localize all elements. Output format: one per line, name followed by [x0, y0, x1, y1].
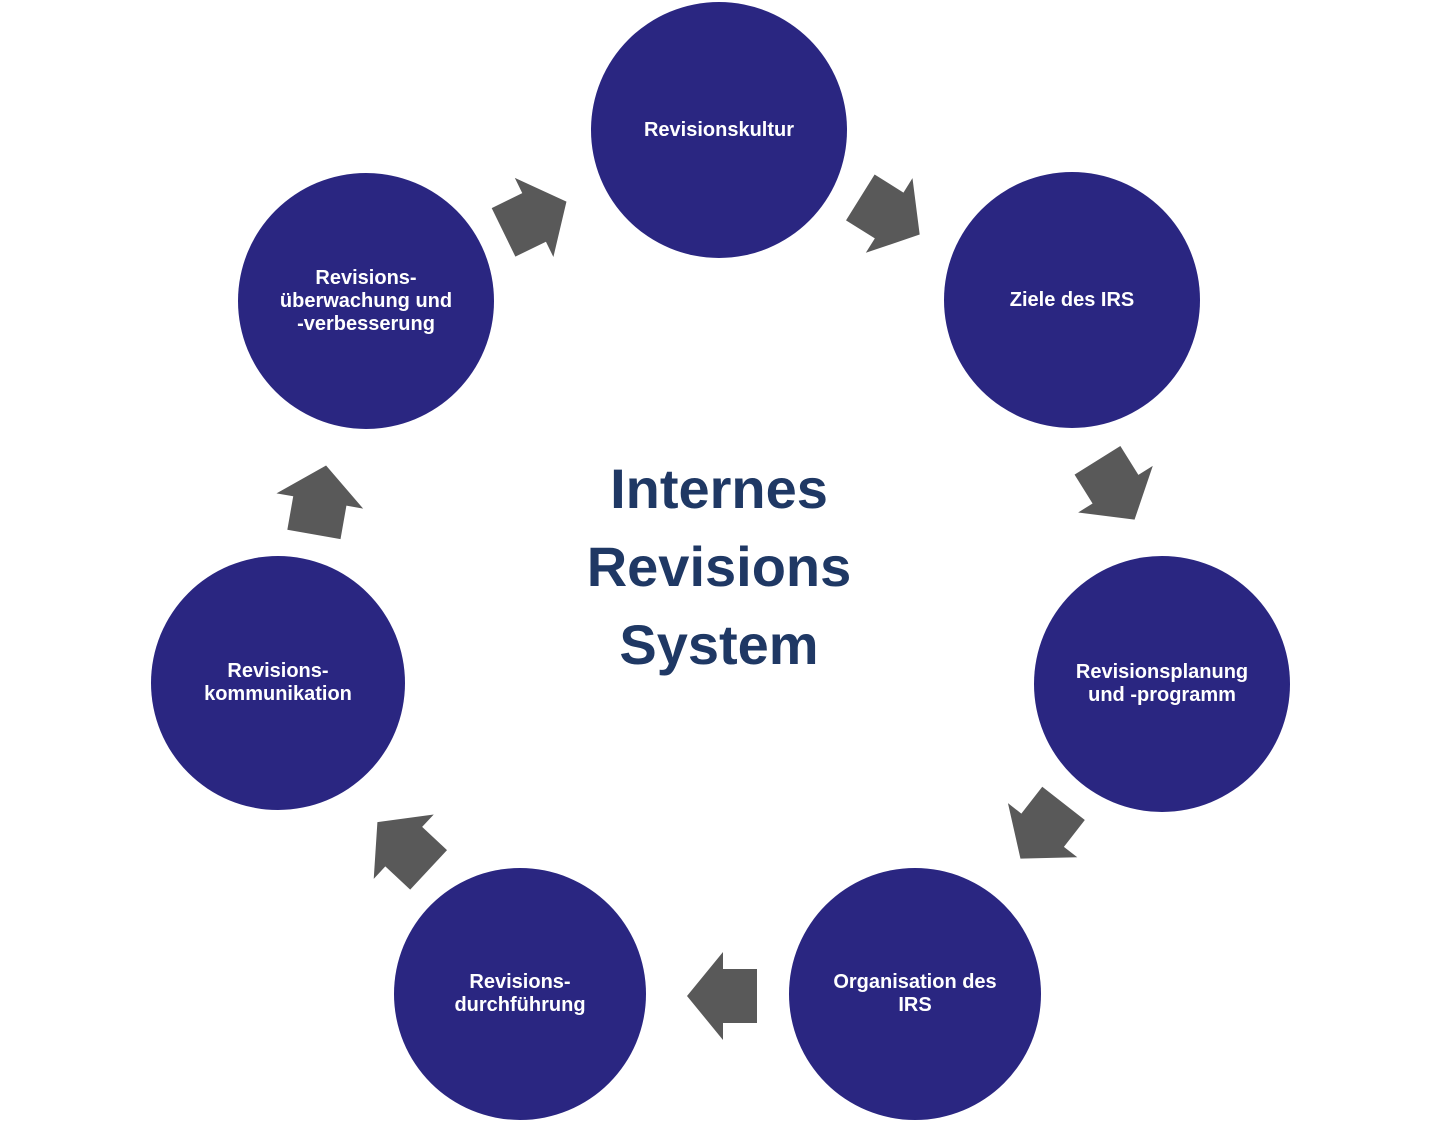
node-revisions-durchfuehrung: Revisions- durchführung [394, 868, 646, 1120]
node-revisionskultur: Revisionskultur [591, 2, 847, 258]
label-line: kommunikation [204, 683, 352, 705]
title-line: Internes [610, 457, 828, 520]
node-revisions-ueberwachung-und-verbesserung: Revisions- überwachung und -verbesserung [238, 173, 494, 429]
title-line: Revisions [586, 535, 852, 598]
node-revisionsplanung-und-programm: Revisionsplanung und -programm [1034, 556, 1290, 812]
node-label: Revisionskultur [644, 119, 794, 142]
arrow-ueberwachung-to-kultur-icon [491, 177, 567, 257]
node-label: Revisions- kommunikation [204, 660, 352, 706]
label-line: und -programm [1088, 684, 1236, 706]
arrow-kommunikation-to-ueberwachung-icon [276, 465, 364, 540]
label-line: Revisions- [469, 971, 571, 993]
arrow-durchfuehrung-to-kommunikation-icon [373, 814, 448, 890]
node-label: Revisions- durchführung [454, 971, 585, 1017]
label-line: -verbesserung [297, 312, 435, 335]
node-label: Revisions- überwachung und -verbesserung [280, 267, 452, 336]
label-line: Revisions- [315, 266, 417, 289]
label-line: IRS [898, 994, 932, 1016]
label-line: Ziele des IRS [1009, 288, 1135, 311]
node-label: Ziele des IRS [1010, 289, 1135, 312]
node-label: Revisionsplanung und -programm [1076, 661, 1248, 707]
arrow-organisation-to-durchfuehrung-icon [687, 952, 757, 1040]
title-line: System [619, 613, 819, 676]
arrow-kultur-to-ziele-icon [846, 174, 920, 253]
node-label: Organisation des IRS [833, 971, 996, 1017]
label-line: Revisionsplanung [1075, 661, 1249, 683]
node-revisions-kommunikation: Revisions- kommunikation [151, 556, 405, 810]
node-organisation-des-irs: Organisation des IRS [789, 868, 1041, 1120]
label-line: Revisionskultur [643, 118, 795, 141]
node-ziele-des-irs: Ziele des IRS [944, 172, 1200, 428]
label-line: durchführung [454, 994, 586, 1016]
arrow-planung-to-organisation-icon [1007, 786, 1085, 859]
diagram-title: Internes Revisions System [469, 450, 969, 684]
arrow-ziele-to-planung-icon [1074, 446, 1153, 520]
label-line: Revisions- [227, 660, 329, 682]
label-line: überwachung und [279, 289, 453, 312]
label-line: Organisation des [833, 971, 997, 993]
